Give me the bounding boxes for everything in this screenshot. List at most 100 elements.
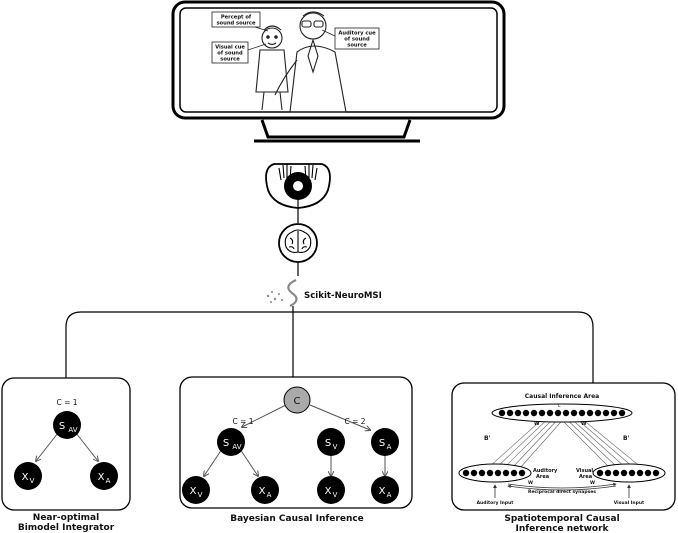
callout-percept-line1: Percept of	[221, 15, 252, 21]
node-x-a-label: X	[98, 472, 105, 483]
man-body	[289, 45, 347, 113]
man-glasses-right	[313, 20, 324, 28]
node-x-a	[90, 462, 118, 490]
auditory-area-line1: Auditory	[533, 468, 558, 474]
w-left-label: W	[534, 421, 540, 427]
callout-visual-line1: Visual cue	[215, 45, 245, 51]
callout-auditory-cue: Auditory cue of sound source	[321, 27, 380, 50]
panel-near-optimal: C = 1 S AV X V X A Near-optimal Bimodel …	[1, 377, 131, 533]
causal-area-label: Causal Inference Area	[525, 393, 599, 400]
b-left-label: B'	[484, 435, 491, 442]
puppet-hair	[263, 25, 282, 31]
puppet-mouth	[267, 42, 277, 46]
reciprocal-label: Reciprocal direct synapses	[528, 489, 596, 495]
node-b-s-v	[317, 428, 345, 456]
ventriloquist-illustration	[255, 11, 347, 113]
snake-logo-icon	[287, 279, 298, 307]
auditory-input-label: Auditory Input	[477, 500, 515, 506]
w-right-label: W	[581, 421, 587, 427]
hand-left-icon	[278, 164, 292, 181]
visual-neurons	[596, 469, 660, 477]
panel-spatiotemporal: Causal Inference Area L B' B' W W	[451, 382, 676, 533]
monitor-stand	[260, 119, 412, 139]
connection-lines	[487, 413, 643, 469]
node-s-av-sub: AV	[68, 426, 77, 434]
node-b-s-av-sub: AV	[232, 443, 241, 451]
callout-visual-line2: of sound	[217, 51, 243, 57]
near-optimal-title-line1: Near-optimal	[33, 513, 99, 523]
callout-auditory-line1: Auditory cue	[338, 31, 376, 37]
node-b-x-v1-label: X	[190, 486, 197, 497]
observer-topdown	[265, 163, 331, 223]
node-s-av	[53, 411, 81, 439]
brain-node	[278, 223, 318, 276]
spatiotemporal-title-line1: Spatiotemporal Causal	[504, 514, 619, 524]
visual-area-line2: Area	[579, 474, 592, 480]
causal-l-label: L	[558, 403, 561, 409]
node-b-s-av-label: S	[223, 438, 229, 449]
node-x-v-sub: V	[30, 477, 35, 485]
auditory-area-line2: Area	[536, 474, 549, 480]
auditory-neurons	[462, 469, 526, 477]
observer-head-dot	[293, 181, 303, 191]
callout-auditory-line2: of sound	[344, 37, 370, 43]
node-b-x-a1-label: X	[259, 486, 266, 497]
package-logo: Scikit-NeuroMSI	[266, 279, 382, 312]
spatiotemporal-title-line2: Inference network	[515, 524, 609, 533]
causal-area-neurons	[498, 409, 626, 417]
node-b-s-a-label: S	[379, 438, 385, 449]
puppet-body	[255, 49, 289, 93]
node-b-x-v2-label: X	[325, 486, 332, 497]
node-c-label: C	[294, 396, 301, 407]
hand-right-icon	[304, 164, 318, 181]
man-hair	[302, 11, 325, 17]
node-c	[283, 386, 311, 414]
node-b-x-v2-sub: V	[333, 491, 338, 499]
near-optimal-title-line2: Bimodel Integrator	[18, 523, 115, 533]
package-name: Scikit-NeuroMSI	[304, 291, 382, 301]
node-b-x-a1	[251, 476, 279, 504]
node-b-s-v-sub: V	[333, 443, 338, 451]
b-right-label: B'	[623, 435, 630, 442]
near-optimal-condition: C = 1	[56, 398, 77, 407]
visual-input-label: Visual Input	[614, 500, 645, 506]
node-b-x-a1-sub: A	[267, 491, 272, 499]
man-glasses-left	[301, 20, 312, 28]
brain-icon	[284, 229, 312, 253]
connector-tree	[65, 311, 594, 383]
bayesian-title: Bayesian Causal Inference	[230, 514, 364, 524]
puppet-eye-right	[274, 35, 278, 39]
node-x-v	[14, 462, 42, 490]
callout-auditory-line3: source	[347, 43, 367, 49]
node-x-a-sub: A	[106, 477, 111, 485]
bayesian-branch-left: C = 1	[232, 417, 253, 426]
puppet-leg-left	[261, 91, 265, 111]
node-b-s-a	[371, 428, 399, 456]
man-tie	[307, 38, 319, 74]
node-b-x-v2	[317, 476, 345, 504]
node-b-x-v1	[182, 476, 210, 504]
node-b-x-a2-sub: A	[387, 491, 392, 499]
panel-bayesian: C C = 1 C = 2 S AV S V S A X V X A X V X…	[179, 376, 413, 524]
callout-percept: Percept of sound source	[211, 11, 269, 32]
panel-bayesian-box	[179, 376, 413, 509]
causal-area-ellipse	[491, 403, 633, 423]
node-b-x-a2-label: X	[379, 486, 386, 497]
visual-area-line1: Visual	[576, 468, 593, 474]
callout-visual-line3: source	[220, 57, 240, 63]
bayesian-branch-right: C = 2	[344, 417, 365, 426]
puppet-leg-right	[279, 91, 283, 111]
node-x-v-label: X	[22, 472, 29, 483]
puppet-eye-left	[266, 35, 270, 39]
node-s-av-label: S	[59, 421, 65, 432]
w-bottom-left-label: W	[528, 480, 533, 486]
w-bottom-right-label: W	[590, 480, 595, 486]
puppet-head	[261, 27, 283, 49]
node-b-x-a2	[371, 476, 399, 504]
callout-percept-line2: sound source	[216, 21, 256, 27]
node-b-s-v-label: S	[325, 438, 331, 449]
node-b-s-a-sub: A	[387, 443, 392, 451]
callout-visual-cue: Visual cue of sound source	[211, 41, 267, 64]
